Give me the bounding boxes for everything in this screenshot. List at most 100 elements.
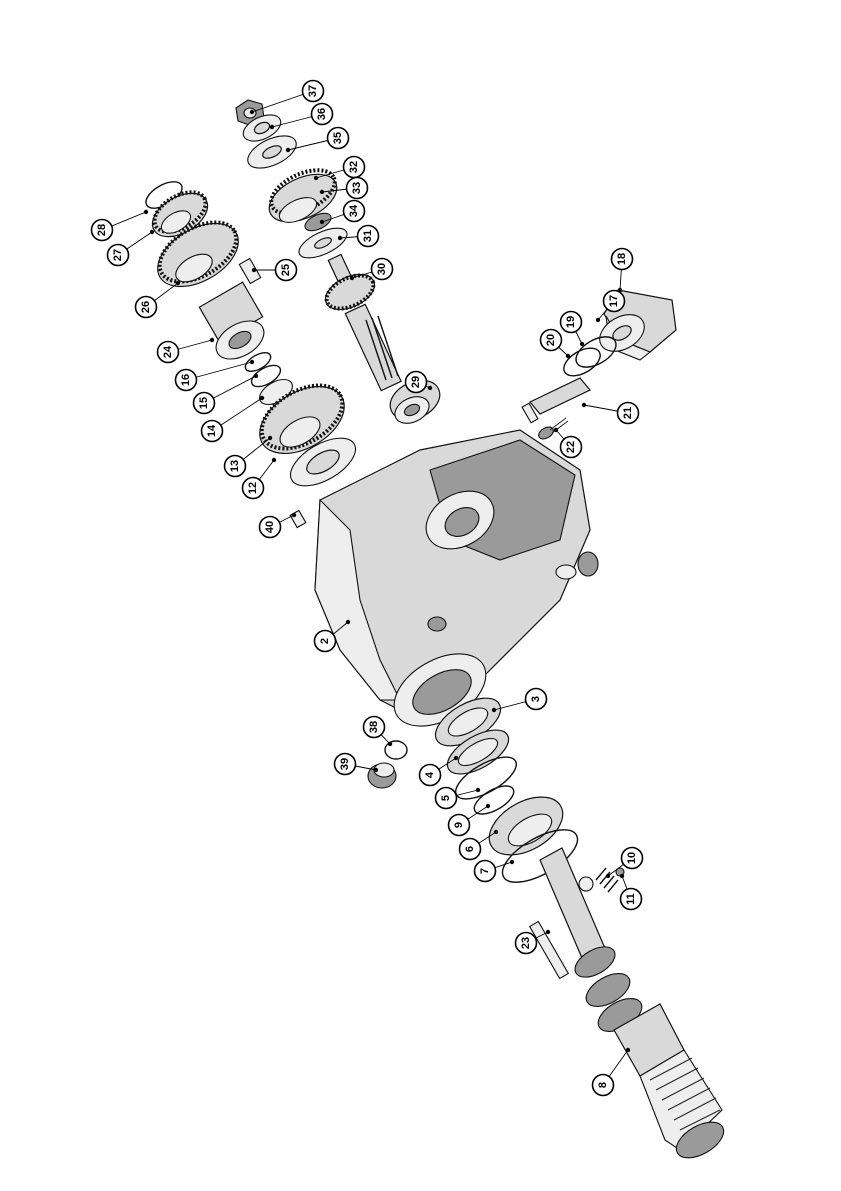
callout-label-9: 9	[453, 822, 465, 828]
leader-dot-22	[554, 428, 558, 432]
leader-dot-10	[606, 874, 610, 878]
callout-label-14: 14	[206, 424, 218, 437]
leader-dot-29	[428, 386, 432, 390]
leader-dot-17	[596, 318, 600, 322]
callout-label-2: 2	[319, 638, 331, 644]
leader-dot-34	[320, 220, 324, 224]
part-39-plug	[368, 763, 396, 788]
callout-8: 8	[593, 1048, 631, 1096]
callout-label-29: 29	[410, 376, 422, 388]
callout-15: 15	[194, 374, 259, 414]
callout-label-8: 8	[597, 1082, 609, 1088]
callout-label-26: 26	[140, 301, 152, 313]
leader-dot-20	[566, 354, 570, 358]
callout-label-16: 16	[180, 374, 192, 386]
callout-16: 16	[176, 360, 255, 391]
leader-dot-32	[314, 176, 318, 180]
callout-label-27: 27	[112, 249, 124, 261]
part-10-spring	[579, 868, 618, 892]
callout-label-35: 35	[332, 132, 344, 144]
callout-label-28: 28	[96, 224, 108, 236]
callout-label-11: 11	[625, 893, 637, 905]
leader-dot-35	[286, 148, 290, 152]
leader-dot-28	[144, 210, 148, 214]
leader-dot-4	[454, 756, 458, 760]
callout-26: 26	[136, 281, 181, 318]
callout-label-38: 38	[368, 721, 380, 733]
part-25-key	[239, 258, 260, 283]
callout-label-12: 12	[247, 482, 259, 494]
leader-dot-21	[582, 403, 586, 407]
callout-40: 40	[260, 513, 297, 538]
callout-7: 7	[475, 860, 515, 882]
callout-13: 13	[225, 436, 273, 477]
callout-21: 21	[582, 403, 639, 424]
callout-20: 20	[541, 330, 571, 359]
callout-label-36: 36	[316, 108, 328, 120]
leader-dot-2	[346, 620, 350, 624]
leader-dot-9	[486, 804, 490, 808]
callout-19: 19	[561, 312, 585, 347]
leader-dot-13	[268, 436, 272, 440]
callout-label-34: 34	[348, 204, 360, 217]
callout-label-17: 17	[608, 295, 620, 307]
callout-label-15: 15	[198, 397, 210, 409]
callout-38: 38	[364, 717, 393, 747]
leader-dot-19	[580, 342, 584, 346]
leader-dot-33	[320, 190, 324, 194]
leader-dot-6	[494, 830, 498, 834]
leader-dot-14	[260, 396, 264, 400]
callout-11: 11	[620, 874, 642, 910]
callout-label-10: 10	[626, 852, 638, 864]
leader-dot-27	[150, 230, 154, 234]
leader-dot-38	[388, 742, 392, 746]
part-32-33-gear	[262, 161, 344, 231]
callout-label-30: 30	[376, 263, 388, 275]
callout-label-6: 6	[464, 846, 476, 852]
leader-dot-12	[272, 458, 276, 462]
callout-label-24: 24	[162, 345, 174, 358]
leader-dot-39	[374, 768, 378, 772]
callout-36: 36	[270, 104, 333, 130]
part-40-pin	[290, 510, 306, 527]
leader-dot-16	[250, 360, 254, 364]
part-21-lever	[522, 378, 590, 423]
leader-dot-3	[492, 708, 496, 712]
callout-12: 12	[243, 458, 277, 499]
leader-dot-7	[510, 860, 514, 864]
leader-dot-23	[546, 930, 550, 934]
callout-label-5: 5	[440, 795, 452, 801]
callout-label-19: 19	[565, 316, 577, 328]
callout-3: 3	[492, 689, 547, 713]
callout-label-13: 13	[229, 460, 241, 472]
callout-label-32: 32	[348, 161, 360, 173]
callout-label-25: 25	[280, 264, 292, 276]
callout-label-20: 20	[545, 334, 557, 346]
callout-label-3: 3	[530, 696, 542, 702]
leader-dot-36	[270, 125, 274, 129]
leader-dot-26	[176, 281, 180, 285]
leader-dot-30	[350, 276, 354, 280]
leader-dot-8	[626, 1048, 630, 1052]
callout-24: 24	[158, 338, 215, 363]
callout-label-33: 33	[351, 182, 363, 194]
callout-label-4: 4	[424, 771, 436, 778]
part-2-housing	[315, 430, 590, 741]
callout-label-39: 39	[339, 758, 351, 770]
callout-32: 32	[314, 157, 365, 181]
callout-22: 22	[554, 428, 582, 458]
callout-27: 27	[108, 230, 155, 266]
leader-dot-24	[210, 338, 214, 342]
callout-28: 28	[92, 210, 149, 241]
leader-dot-37	[250, 110, 254, 114]
callout-label-31: 31	[362, 230, 374, 242]
callout-label-22: 22	[565, 441, 577, 453]
leader-dot-40	[292, 513, 296, 517]
callout-label-18: 18	[616, 253, 628, 265]
leader-dot-11	[620, 874, 624, 878]
leader-dot-31	[338, 236, 342, 240]
leader-dot-5	[476, 788, 480, 792]
callout-label-23: 23	[520, 937, 532, 949]
leader-dot-25	[252, 268, 256, 272]
